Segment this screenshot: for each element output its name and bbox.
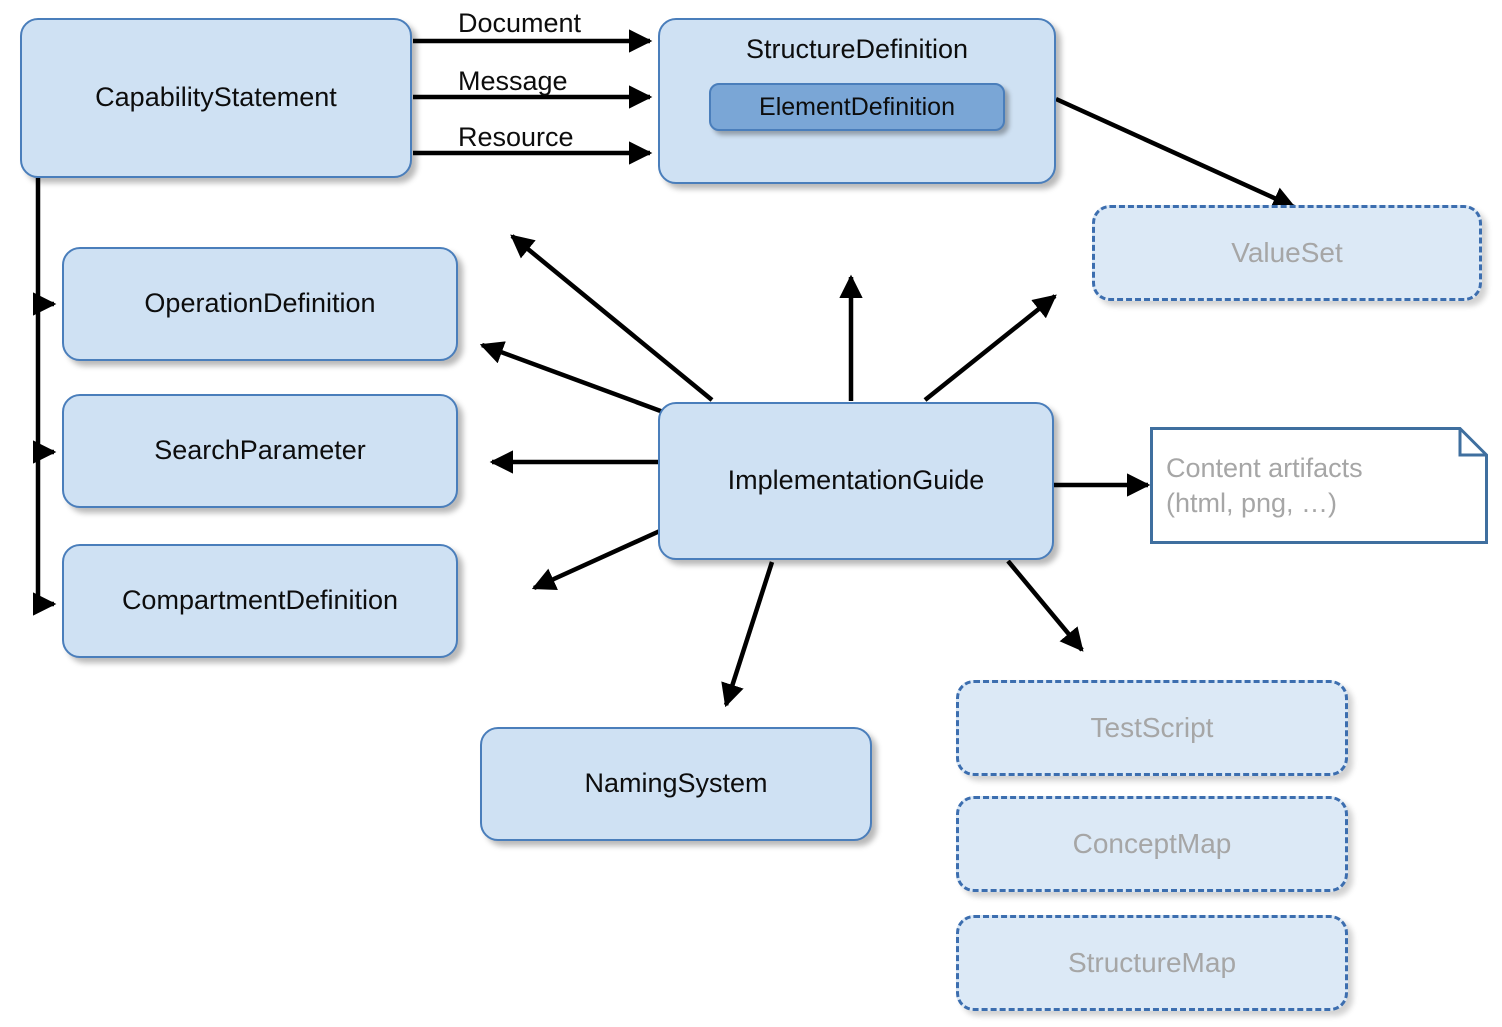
node-label: CompartmentDefinition <box>121 585 399 616</box>
node-label: SearchParameter <box>154 435 366 466</box>
edge-implementationguide-compartmentdefinition <box>531 527 663 591</box>
edge-implementationguide-valueset <box>923 294 1057 402</box>
edge-implementationguide-namingsystem <box>721 561 775 708</box>
edge-label-document: Document <box>458 8 582 38</box>
edge-implementationguide-operationdefinition <box>479 341 667 416</box>
node-label: ValueSet <box>1231 236 1343 268</box>
node-label: Content artifacts (html, png, …) <box>1166 452 1363 518</box>
node-structure-map[interactable]: StructureMap <box>956 915 1348 1011</box>
node-value-set[interactable]: ValueSet <box>1092 205 1482 301</box>
node-implementation-guide[interactable]: ImplementationGuide <box>658 402 1054 560</box>
node-capability-statement[interactable]: CapabilityStatement <box>20 18 412 178</box>
edge-implementationguide-structuredefinition <box>510 234 714 402</box>
edge-label-resource: Resource <box>458 122 574 152</box>
node-label: ElementDefinition <box>759 92 955 121</box>
edge-implementationguide-testscript <box>1006 559 1084 652</box>
node-label: OperationDefinition <box>144 288 376 319</box>
node-operation-definition[interactable]: OperationDefinition <box>62 247 458 361</box>
node-label: ImplementationGuide <box>727 465 985 496</box>
edge-structuredefinition-valueset <box>1055 96 1297 210</box>
note-shape-icon <box>1150 427 1488 544</box>
node-structure-definition[interactable]: StructureDefinition ElementDefinition <box>658 18 1056 184</box>
node-label: ConceptMap <box>1072 827 1232 859</box>
node-test-script[interactable]: TestScript <box>956 680 1348 776</box>
node-label: StructureDefinition <box>745 34 969 64</box>
node-label: StructureMap <box>1067 946 1237 978</box>
node-element-definition[interactable]: ElementDefinition <box>709 83 1005 132</box>
node-search-parameter[interactable]: SearchParameter <box>62 394 458 508</box>
edge-label-message: Message <box>458 66 568 96</box>
node-label: NamingSystem <box>584 768 768 799</box>
node-compartment-definition[interactable]: CompartmentDefinition <box>62 544 458 658</box>
node-label: TestScript <box>1090 711 1214 743</box>
node-naming-system[interactable]: NamingSystem <box>480 727 872 841</box>
node-label: CapabilityStatement <box>95 82 337 113</box>
node-content-artifacts[interactable]: Content artifacts (html, png, …) <box>1150 427 1488 544</box>
node-concept-map[interactable]: ConceptMap <box>956 796 1348 892</box>
